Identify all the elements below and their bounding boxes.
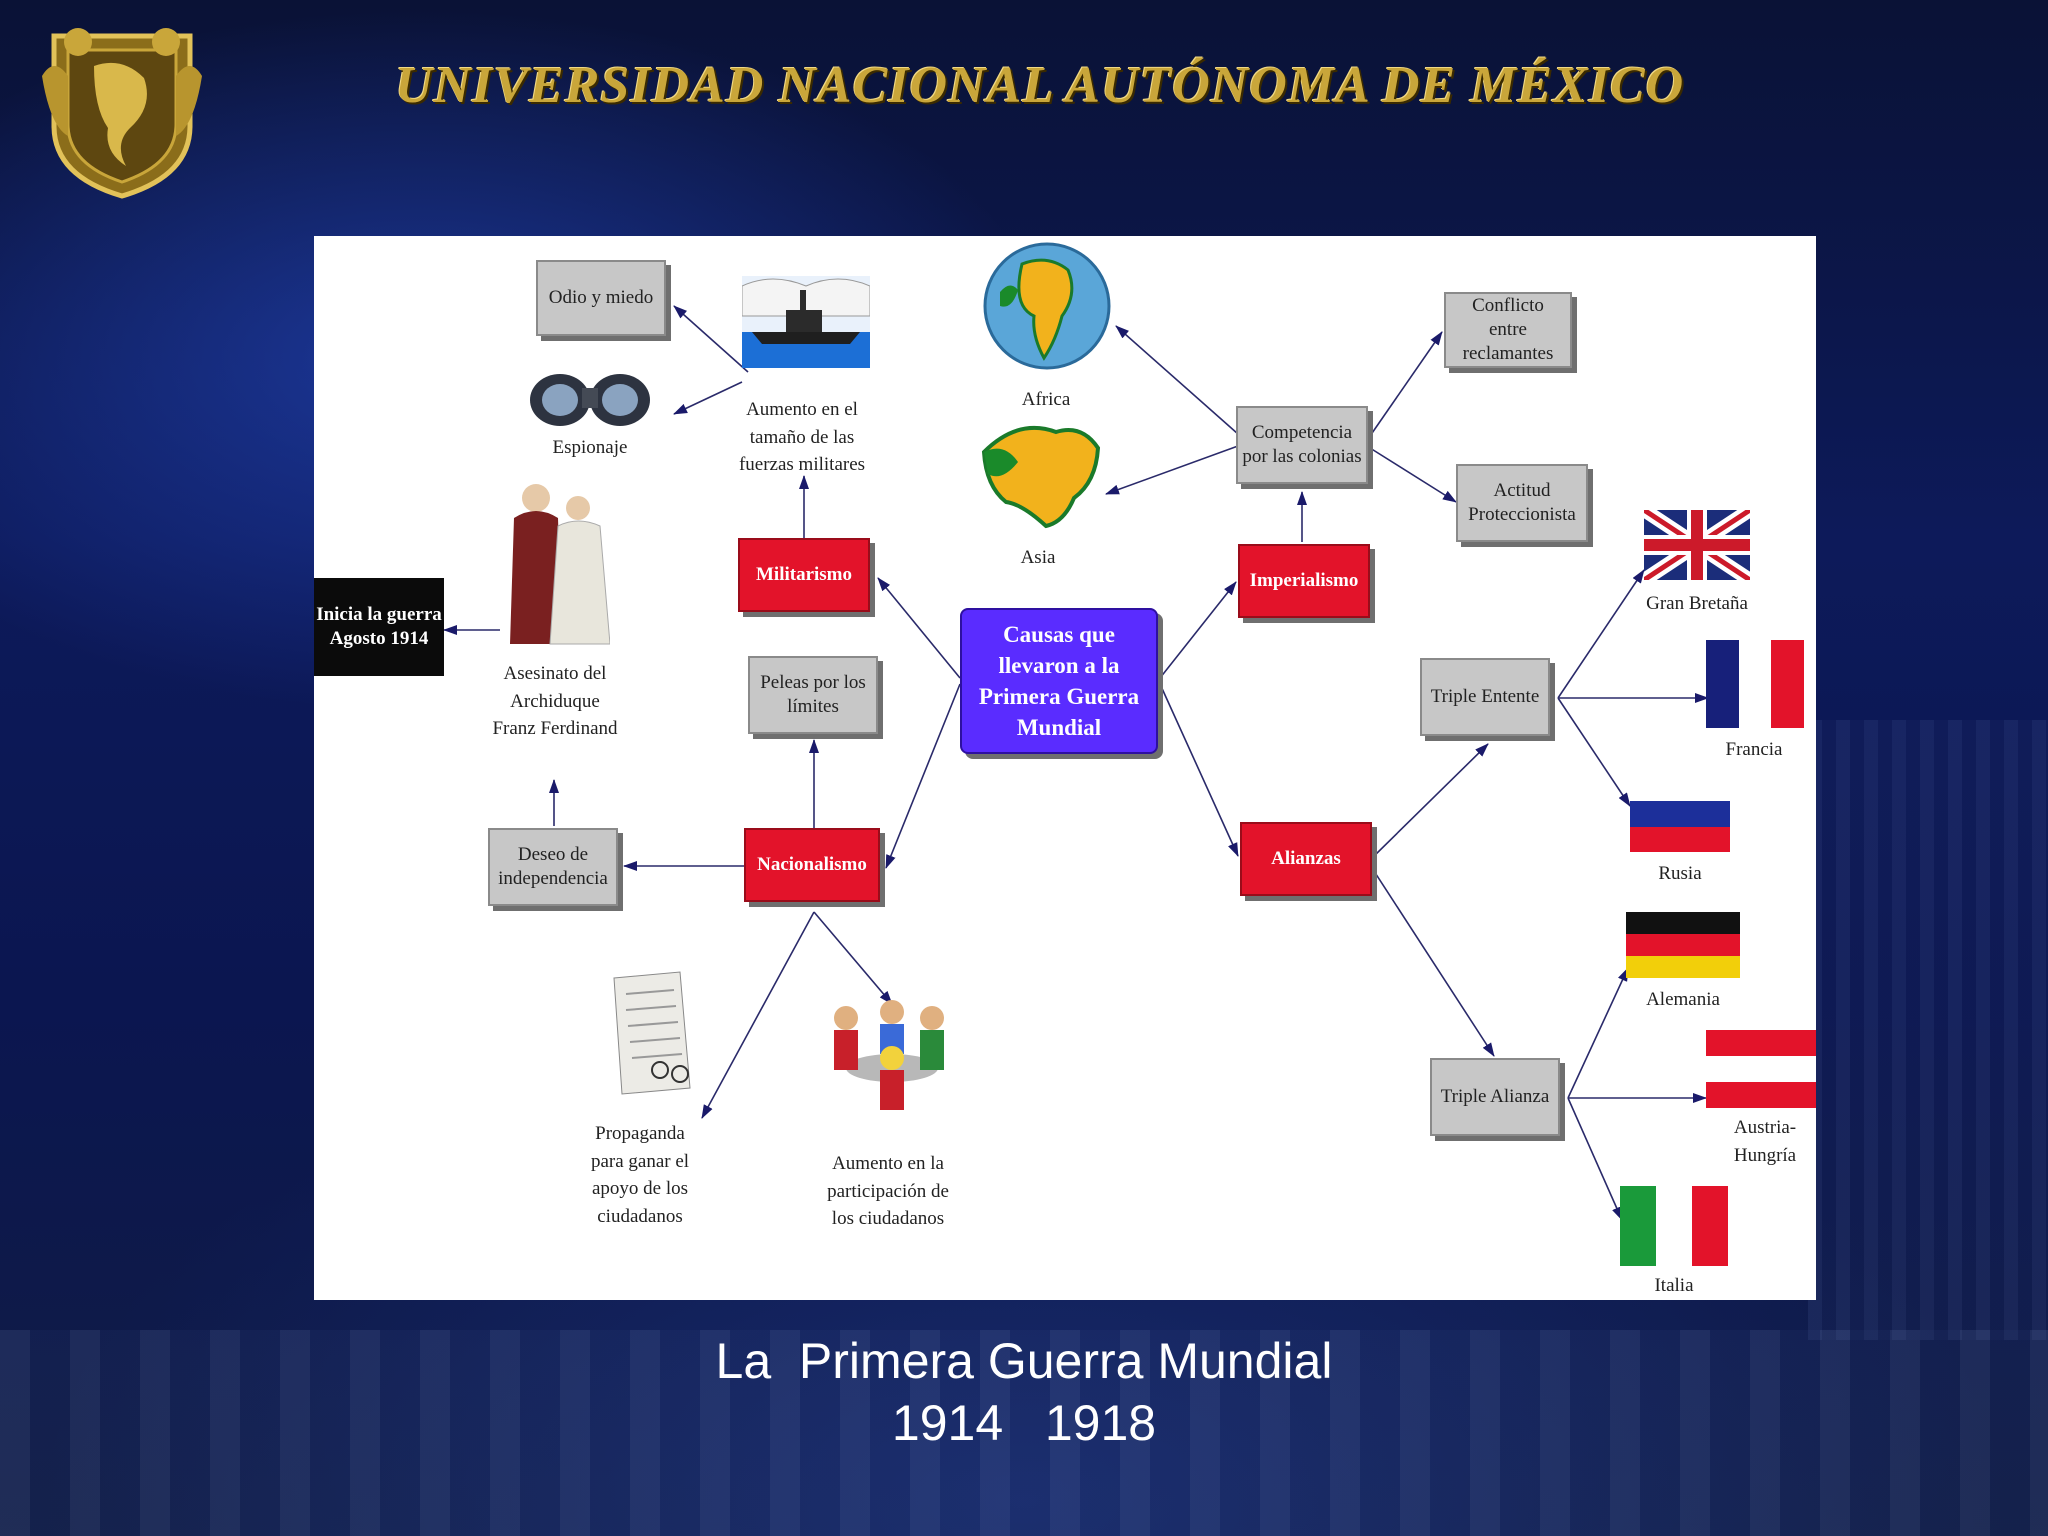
link-nacionalismo-participacion xyxy=(813,911,893,1005)
university-title: UNIVERSIDAD NACIONAL AUTÓNOMA DE MÉXICO xyxy=(395,57,1685,114)
node-inicia-guerra: Inicia la guerra Agosto 1914 xyxy=(314,578,444,676)
link-alianzas-alianza xyxy=(1371,867,1495,1057)
caption-title: La Primera Guerra Mundial xyxy=(715,1333,1333,1389)
node-deseo-independencia: Deseo de independencia xyxy=(488,828,618,906)
binoculars-icon xyxy=(530,374,650,426)
label-espionaje: Espionaje xyxy=(552,437,628,458)
label-participacion: Aumento en la participación de los ciuda… xyxy=(827,1153,949,1230)
flag-gran-bretana-icon xyxy=(1644,510,1750,580)
label-propaganda: Propaganda para ganar el apoyo de los ci… xyxy=(590,1123,690,1227)
link-entente-gb xyxy=(1557,569,1645,699)
concept-map-panel: Aumento en el tamaño de las fuerzas mili… xyxy=(314,236,1816,1300)
link-alianzas-entente xyxy=(1371,743,1489,859)
newspaper-icon xyxy=(613,971,691,1095)
node-triple-alianza: Triple Alianza xyxy=(1430,1058,1560,1136)
node-militarismo: Militarismo xyxy=(738,538,870,612)
node-odio-miedo: Odio y miedo xyxy=(536,260,666,336)
link-competencia-africa xyxy=(1115,325,1239,435)
node-center-causas: Causas que llevaron a la Primera Guerra … xyxy=(960,608,1158,754)
warship-icon xyxy=(742,276,870,368)
background-city xyxy=(0,1330,2048,1536)
unam-shield-logo xyxy=(42,28,202,199)
link-center-militarismo xyxy=(877,577,961,679)
flag-alemania-icon xyxy=(1626,912,1740,978)
flag-austria-hungria-icon xyxy=(1706,1030,1816,1108)
asia-map-icon xyxy=(981,425,1101,529)
link-nacionalismo-propaganda xyxy=(701,911,815,1119)
node-alianzas: Alianzas xyxy=(1240,822,1372,896)
link-center-nacionalismo xyxy=(885,683,961,869)
node-actitud-proteccionista: Actitud Proteccionista xyxy=(1456,464,1588,542)
node-imperialismo: Imperialismo xyxy=(1238,544,1370,618)
background-building xyxy=(1808,720,2048,1340)
node-competencia-colonias: Competencia por las colonias xyxy=(1236,406,1368,484)
link-entente-rusia xyxy=(1557,697,1631,807)
link-center-alianzas xyxy=(1159,683,1239,857)
link-competencia-conflicto xyxy=(1369,331,1443,437)
link-center-imperialismo xyxy=(1159,581,1237,679)
link-aumento-odio xyxy=(673,305,749,373)
label-austria-hungria: Austria-Hungría xyxy=(1733,1117,1797,1166)
flag-italia-icon xyxy=(1620,1186,1728,1266)
label-italia: Italia xyxy=(1654,1275,1694,1296)
label-gran-bretana: Gran Bretaña xyxy=(1646,593,1748,614)
flag-rusia-icon xyxy=(1630,776,1730,852)
label-africa: Africa xyxy=(1021,389,1071,410)
link-alianza-alemania xyxy=(1567,967,1629,1099)
concept-map-links xyxy=(443,305,1709,1221)
label-rusia: Rusia xyxy=(1658,863,1702,884)
citizens-table-icon xyxy=(834,1000,944,1110)
flag-francia-icon xyxy=(1706,640,1804,728)
slide-caption: La Primera Guerra Mundial 1914 1918 xyxy=(0,1330,2048,1454)
label-asia: Asia xyxy=(1020,547,1056,568)
africa-globe-icon xyxy=(983,242,1111,370)
caption-years: 1914 1918 xyxy=(891,1395,1157,1451)
node-conflicto-reclamantes: Conflicto entre reclamantes xyxy=(1444,292,1572,368)
archduke-couple-icon xyxy=(510,484,610,645)
node-peleas-limites: Peleas por los límites xyxy=(748,656,878,734)
label-francia: Francia xyxy=(1725,739,1783,760)
link-competencia-actitud xyxy=(1369,447,1457,503)
label-asesinato: Asesinato del Archiduque Franz Ferdinand xyxy=(492,663,618,740)
link-aumento-espionaje xyxy=(673,381,743,415)
node-nacionalismo: Nacionalismo xyxy=(744,828,880,902)
link-alianza-italia xyxy=(1567,1097,1623,1221)
node-triple-entente: Triple Entente xyxy=(1420,658,1550,736)
label-aumento-fuerzas: Aumento en el tamaño de las fuerzas mili… xyxy=(738,399,866,476)
link-competencia-asia xyxy=(1105,445,1239,495)
label-alemania: Alemania xyxy=(1646,989,1720,1010)
